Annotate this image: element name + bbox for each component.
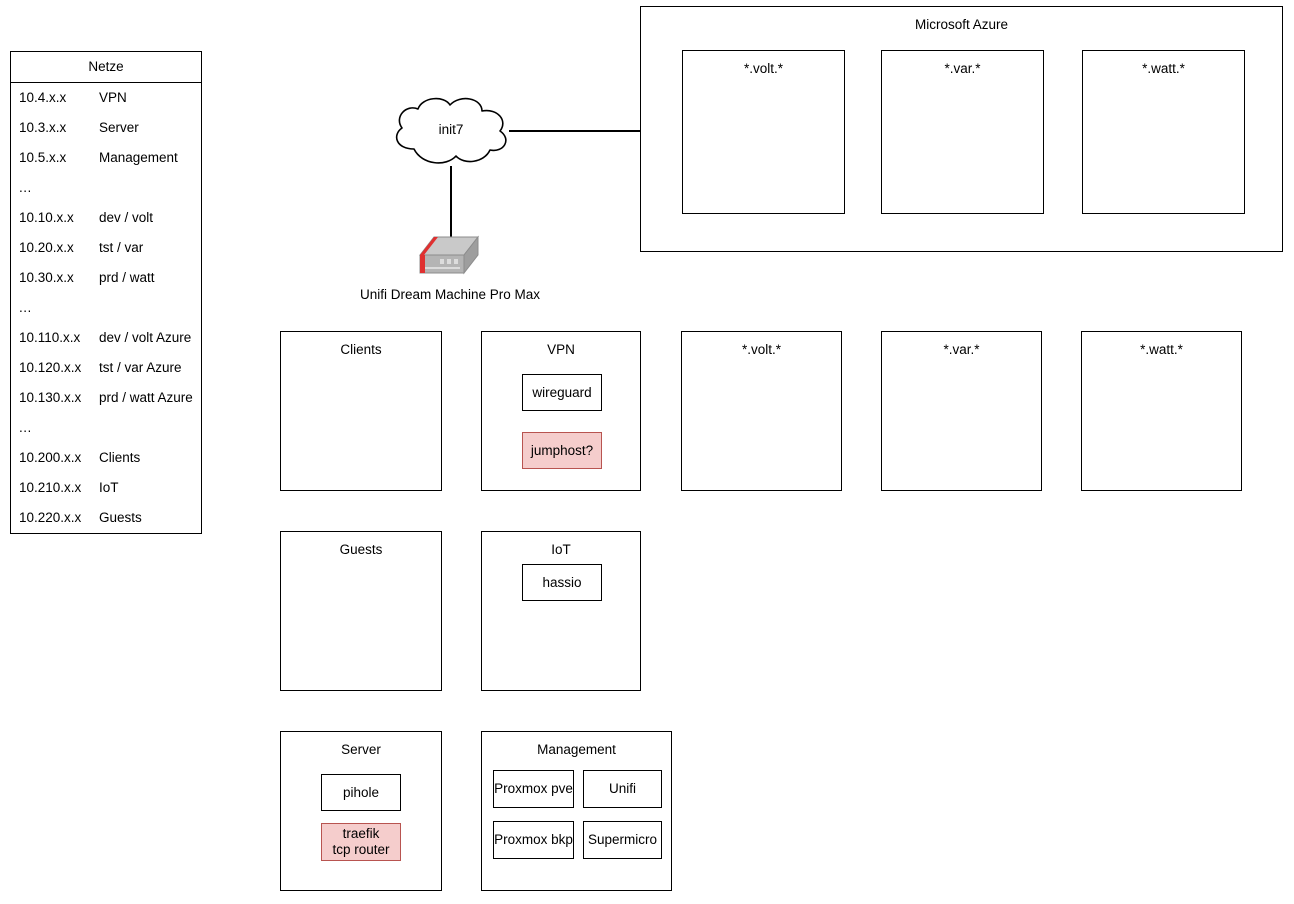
cloud-label: init7 (438, 122, 464, 137)
table-row: 10.5.x.x Management (11, 143, 201, 173)
table-row-separator: ... (11, 173, 201, 203)
azure-env-var: *.var.* (881, 50, 1044, 214)
group-management-title: Management (537, 742, 616, 757)
node-wireguard[interactable]: wireguard (522, 374, 602, 411)
node-proxmox-pve-label: Proxmox pve (494, 781, 573, 796)
table-row: 10.30.x.x prd / watt (11, 263, 201, 293)
netze-name: Guests (99, 510, 142, 525)
netze-table: Netze 10.4.x.x VPN 10.3.x.x Server 10.5.… (10, 51, 202, 534)
netze-subnet: 10.220.x.x (19, 510, 82, 525)
node-supermicro-label: Supermicro (587, 832, 658, 847)
group-var: *.var.* (881, 331, 1042, 491)
table-row-separator: ... (11, 293, 201, 323)
group-var-title: *.var.* (943, 342, 980, 357)
netze-table-header: Netze (11, 52, 201, 83)
azure-env-var-title: *.var.* (944, 61, 981, 76)
azure-title: Microsoft Azure (914, 17, 1009, 32)
table-row: 10.200.x.x Clients (11, 443, 201, 473)
router-icon (418, 235, 480, 275)
table-row: 10.130.x.x prd / watt Azure (11, 383, 201, 413)
netze-name: Server (99, 120, 139, 135)
netze-subnet: 10.130.x.x (19, 390, 82, 405)
node-jumphost[interactable]: jumphost? (522, 432, 602, 469)
netze-subnet: 10.210.x.x (19, 480, 82, 495)
node-proxmox-pve[interactable]: Proxmox pve (493, 770, 574, 808)
netze-name: dev / volt (99, 210, 154, 225)
table-row: 10.110.x.x dev / volt Azure (11, 323, 201, 353)
netze-subnet: ... (19, 420, 32, 435)
netze-name: Clients (99, 450, 141, 465)
node-jumphost-label: jumphost? (530, 442, 594, 458)
netze-name: tst / var (99, 240, 144, 255)
group-volt-title: *.volt.* (741, 342, 782, 357)
group-vpn: VPN wireguard jumphost? (481, 331, 641, 491)
table-row: 10.120.x.x tst / var Azure (11, 353, 201, 383)
node-hassio-label: hassio (542, 574, 582, 590)
azure-env-watt-title: *.watt.* (1142, 61, 1185, 76)
azure-env-watt: *.watt.* (1082, 50, 1245, 214)
netze-subnet: 10.20.x.x (19, 240, 74, 255)
node-wireguard-label: wireguard (532, 384, 592, 400)
node-unifi-label: Unifi (608, 781, 636, 796)
router-caption: Unifi Dream Machine Pro Max (359, 287, 541, 302)
netze-subnet: 10.200.x.x (19, 450, 82, 465)
link-cloud-to-azure (509, 130, 641, 132)
group-vpn-title: VPN (547, 342, 575, 357)
netze-subnet: 10.110.x.x (19, 330, 81, 345)
netze-subnet: 10.10.x.x (19, 210, 74, 225)
netze-name: VPN (99, 90, 127, 105)
group-server: Server pihole traefik tcp router (280, 731, 442, 891)
group-server-title: Server (341, 742, 381, 757)
netze-name: IoT (99, 480, 119, 495)
group-watt: *.watt.* (1081, 331, 1242, 491)
netze-subnet: 10.3.x.x (19, 120, 67, 135)
node-traefik-label: traefik tcp router (332, 826, 390, 857)
table-row: 10.10.x.x dev / volt (11, 203, 201, 233)
netze-table-body: 10.4.x.x VPN 10.3.x.x Server 10.5.x.x Ma… (11, 83, 201, 533)
node-pihole[interactable]: pihole (321, 774, 401, 811)
group-clients-title: Clients (340, 342, 382, 357)
group-management: Management Proxmox pve Unifi Proxmox bkp… (481, 731, 672, 891)
group-guests-title: Guests (339, 542, 383, 557)
node-hassio[interactable]: hassio (522, 564, 602, 601)
table-row: 10.220.x.x Guests (11, 503, 201, 533)
cloud-icon (395, 97, 507, 164)
table-row: 10.4.x.x VPN (11, 83, 201, 113)
link-cloud-to-router (450, 166, 452, 238)
node-supermicro[interactable]: Supermicro (583, 821, 662, 859)
netze-subnet: ... (19, 180, 32, 195)
table-row-separator: ... (11, 413, 201, 443)
netze-name: tst / var Azure (99, 360, 182, 375)
node-pihole-label: pihole (342, 784, 380, 800)
unifi-router (418, 235, 480, 282)
group-clients: Clients (280, 331, 442, 491)
netze-name: dev / volt Azure (99, 330, 192, 345)
node-traefik[interactable]: traefik tcp router (321, 823, 401, 861)
azure-env-volt-title: *.volt.* (743, 61, 784, 76)
netze-name: prd / watt Azure (99, 390, 193, 405)
init7-cloud: init7 (386, 93, 516, 169)
group-iot: IoT hassio (481, 531, 641, 691)
table-row: 10.20.x.x tst / var (11, 233, 201, 263)
netze-name: prd / watt (99, 270, 155, 285)
azure-container: Microsoft Azure *.volt.* *.var.* *.watt.… (640, 6, 1283, 252)
node-proxmox-bkp[interactable]: Proxmox bkp (493, 821, 574, 859)
netze-subnet: 10.30.x.x (19, 270, 74, 285)
node-proxmox-bkp-label: Proxmox bkp (494, 832, 573, 847)
group-watt-title: *.watt.* (1140, 342, 1183, 357)
azure-env-volt: *.volt.* (682, 50, 845, 214)
node-unifi[interactable]: Unifi (583, 770, 662, 808)
netze-subnet: 10.5.x.x (19, 150, 67, 165)
group-iot-title: IoT (551, 542, 571, 557)
netze-subnet: 10.120.x.x (19, 360, 82, 375)
table-row: 10.210.x.x IoT (11, 473, 201, 503)
netze-subnet: 10.4.x.x (19, 90, 67, 105)
group-volt: *.volt.* (681, 331, 842, 491)
netze-subnet: ... (19, 300, 32, 315)
netze-name: Management (99, 150, 178, 165)
table-row: 10.3.x.x Server (11, 113, 201, 143)
group-guests: Guests (280, 531, 442, 691)
